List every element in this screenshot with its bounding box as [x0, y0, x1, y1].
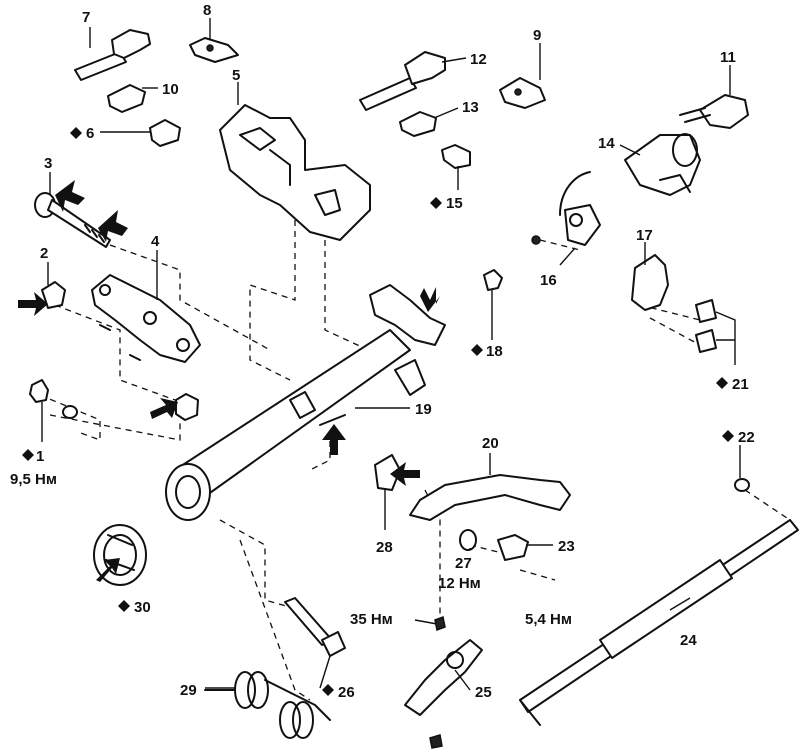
label-25: 25 [475, 684, 492, 701]
label-10: 10 [162, 81, 179, 98]
label-1: 1 [36, 448, 44, 465]
label-2: 2 [40, 245, 48, 262]
label-28: 28 [376, 539, 393, 556]
part-17-bracket [631, 254, 669, 311]
part-8-bracket [189, 37, 239, 63]
label-7: 7 [82, 9, 90, 26]
part-18-nut [483, 269, 503, 291]
label-13: 13 [462, 99, 479, 116]
diamond-icon [430, 197, 442, 209]
arrow-icon [390, 462, 420, 486]
label-18: 18 [486, 343, 503, 360]
part-29-spring [204, 671, 331, 739]
arrow-icon [322, 424, 346, 455]
leader-lines [41, 18, 741, 691]
diamond-markers [22, 127, 734, 696]
label-23: 23 [558, 538, 575, 555]
diamond-icon [118, 600, 130, 612]
torque-1: 9,5 Нм [10, 471, 57, 488]
label-16: 16 [540, 272, 557, 289]
diamond-icon [322, 684, 334, 696]
label-5: 5 [232, 67, 240, 84]
label-22: 22 [738, 429, 755, 446]
part-4-mounting-bracket [91, 274, 201, 363]
part-28-clip [374, 454, 401, 491]
arrow-icon [98, 210, 128, 242]
attention-arrows [18, 180, 440, 582]
diamond-icon [722, 430, 734, 442]
label-17: 17 [636, 227, 653, 244]
label-27: 27 [455, 555, 472, 572]
part-1-nut-washer [29, 379, 78, 419]
diamond-icon [70, 127, 82, 139]
part-2-bushing [41, 281, 66, 309]
part-11-lock-cylinder [679, 94, 749, 129]
label-24: 24 [680, 632, 697, 649]
label-15: 15 [446, 195, 463, 212]
diamond-icon [471, 344, 483, 356]
torque-25: 35 Нм [350, 611, 393, 628]
part-27-spacer [459, 529, 477, 551]
part-22-nut [734, 478, 750, 492]
part-21-bolts [695, 299, 717, 353]
part-13-clip [399, 111, 437, 137]
torque-23: 5,4 Нм [525, 611, 572, 628]
part-labels: 7 8 10 6 12 13 15 9 11 14 16 5 3 2 4 1 9… [10, 2, 755, 701]
diamond-icon [22, 449, 34, 461]
part-15-clip [441, 144, 471, 169]
label-4: 4 [151, 233, 160, 250]
label-26: 26 [338, 684, 355, 701]
part-6-clip [149, 119, 181, 147]
part-bushing-small [175, 393, 199, 421]
part-25-universal-joint [404, 615, 483, 749]
part-19-steering-column-tube [165, 284, 446, 521]
label-12: 12 [470, 51, 487, 68]
part-12-lock-rod [359, 51, 446, 111]
part-7-lock-rod [74, 29, 151, 81]
assembly-dashed-lines [39, 220, 791, 701]
label-11: 11 [720, 49, 736, 66]
label-3: 3 [44, 155, 52, 172]
part-26-bolt [284, 597, 346, 657]
arrow-icon [150, 398, 178, 419]
label-29: 29 [180, 682, 197, 699]
label-21: 21 [732, 376, 749, 393]
label-8: 8 [203, 2, 211, 19]
label-14: 14 [598, 135, 615, 152]
arrow-icon [420, 287, 440, 312]
arrow-icon [55, 180, 85, 212]
part-9-bracket [499, 77, 546, 109]
diamond-icon [716, 377, 728, 389]
label-20: 20 [482, 435, 499, 452]
part-10-clip [107, 84, 146, 113]
part-20-pedal [409, 474, 571, 521]
arrow-icon [96, 558, 120, 582]
part-23-bracket [497, 534, 529, 561]
part-24-intermediate-shaft [519, 519, 799, 726]
torque-27: 12 Нм [438, 575, 481, 592]
part-16-switch-with-wire [531, 171, 601, 246]
arrow-icon [18, 292, 48, 316]
label-6: 6 [86, 125, 94, 142]
label-19: 19 [415, 401, 432, 418]
part-5-support-bracket [219, 104, 371, 241]
part-14-ignition-switch [624, 133, 701, 196]
label-9: 9 [533, 27, 541, 44]
part-3-bolt [34, 192, 111, 248]
label-30: 30 [134, 599, 151, 616]
